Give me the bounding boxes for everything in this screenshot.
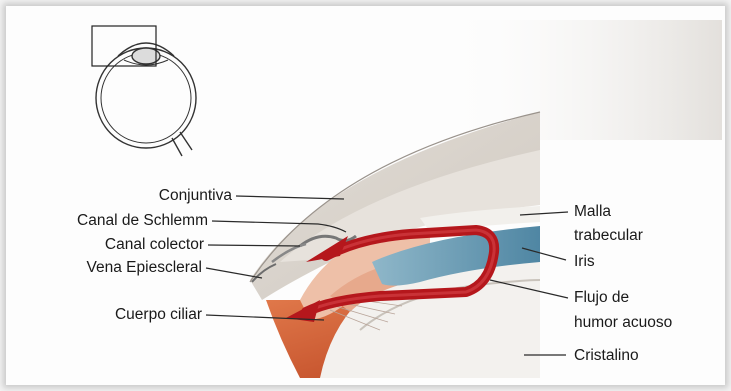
label-conjuntiva: Conjuntiva [159,187,233,204]
label-canal-colector: Canal colector [105,236,204,253]
leader-conjuntiva [236,196,344,199]
label-cuerpo-ciliar: Cuerpo ciliar [115,306,202,323]
label-vena-epiescleral: Vena Epiescleral [87,259,202,276]
label-flujo-line1: Flujo de [574,289,629,306]
label-malla-line1: Malla [574,203,611,220]
label-malla-line2: trabecular [574,227,643,244]
label-flujo-line2: humor acuoso [574,314,672,331]
leader-vena-epiescleral [206,268,262,278]
eye-thumbnail [92,26,196,156]
label-cristalino: Cristalino [574,347,639,364]
background-tint [430,20,722,140]
label-canal-schlemm: Canal de Schlemm [77,212,208,229]
label-iris: Iris [574,253,595,270]
